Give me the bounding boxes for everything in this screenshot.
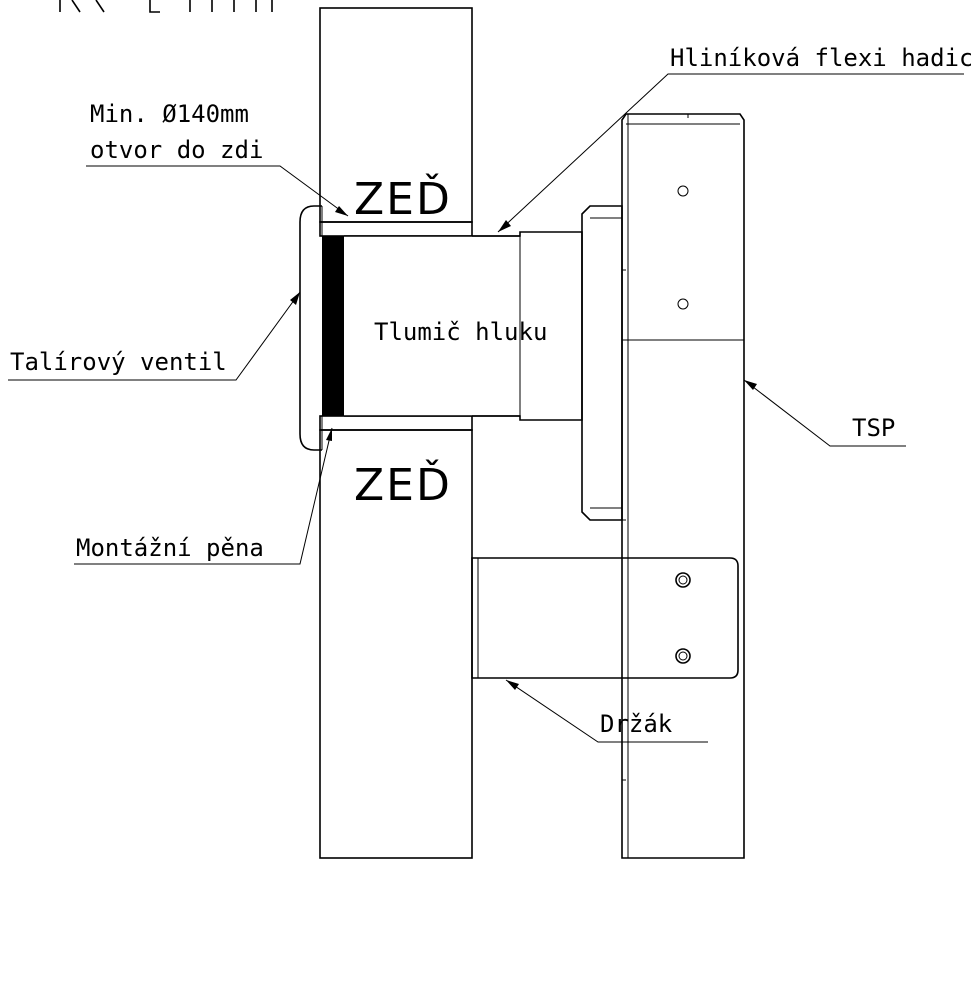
label-holder: Držák xyxy=(600,710,673,738)
silencer-body xyxy=(344,236,520,416)
label-hose: Hliníková flexi hadice xyxy=(670,44,971,72)
label-wall-bottom: ZEĎ xyxy=(354,458,452,511)
label-wall-top: ZEĎ xyxy=(354,172,452,225)
holder-screw-1 xyxy=(675,572,691,588)
label-silencer: Tlumič hluku xyxy=(374,318,547,346)
disc-valve xyxy=(299,205,322,451)
cropped-title-fragment xyxy=(59,0,273,13)
leader-lines xyxy=(8,73,964,743)
foam-layer-bottom xyxy=(319,415,473,431)
label-min-hole-2: otvor do zdi xyxy=(90,136,263,164)
foam-black-block xyxy=(322,236,344,416)
label-min-hole-1: Min. Ø140mm xyxy=(90,100,249,128)
label-foam: Montážní pěna xyxy=(76,534,264,562)
tsp-screw-2 xyxy=(677,298,689,310)
holder-bracket xyxy=(471,557,739,679)
tsp-unit xyxy=(621,113,745,859)
label-valve: Talírový ventil xyxy=(10,348,227,376)
duct-flange xyxy=(581,205,623,521)
tsp-screw-1 xyxy=(677,185,689,197)
holder-screw-2 xyxy=(675,648,691,664)
label-tsp: TSP xyxy=(852,414,895,442)
